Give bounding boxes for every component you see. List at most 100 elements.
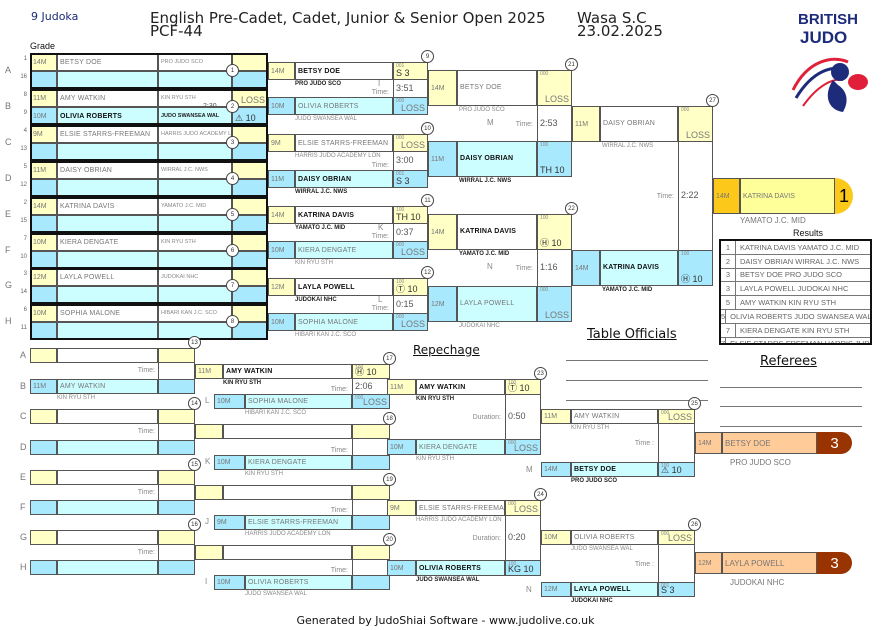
- competitor-name[interactable]: OLIVIA ROBERTS: [57, 107, 158, 125]
- competitor-name[interactable]: LAYLA POWELL: [571, 582, 658, 597]
- competitor-name[interactable]: DAISY OBRIAN: [295, 170, 393, 188]
- competitor-name[interactable]: [57, 440, 158, 455]
- seed-number: 2: [23, 200, 27, 206]
- results-text: LAYLA POWELL JUDOKAI NHC: [740, 284, 849, 294]
- grade-cell: 9M: [268, 134, 295, 152]
- competitor-name[interactable]: KIERA DENGATE: [245, 455, 352, 470]
- competitor-name[interactable]: OLIVIA ROBERTS: [416, 560, 505, 576]
- competitor-name[interactable]: LAYLA POWELL: [295, 278, 393, 296]
- competitor-name[interactable]: LAYLA POWELL: [57, 268, 158, 286]
- club-name: WIRRAL J.C. NWS: [295, 189, 348, 195]
- competitor-name[interactable]: DAISY OBRIAN: [600, 106, 678, 142]
- match-number: 2: [226, 100, 239, 113]
- competitor-name[interactable]: OLIVIA ROBERTS: [571, 530, 658, 545]
- competitor-name[interactable]: KATRINA DAVIS: [295, 206, 393, 224]
- competitor-name[interactable]: [223, 485, 352, 500]
- competitor-name[interactable]: KATRINA DAVIS: [457, 214, 537, 250]
- competitor-name[interactable]: OLIVIA ROBERTS: [245, 575, 352, 590]
- competitor-name[interactable]: BETSY DOE: [57, 53, 158, 71]
- score-value: LOSS: [513, 504, 538, 514]
- competitor-name[interactable]: [57, 215, 158, 233]
- grade-cell: 11M: [30, 89, 57, 107]
- grade-cell: 10M: [387, 439, 416, 455]
- competitor-name[interactable]: LAYLA POWELL: [457, 286, 537, 322]
- match-number: 14: [188, 397, 201, 410]
- match-number: 21: [565, 58, 578, 71]
- competitor-name[interactable]: ELSIE STARRS-FREEMAN: [245, 515, 352, 530]
- competitor-name[interactable]: OLIVIA ROBERTS: [295, 97, 393, 115]
- competitor-name[interactable]: SOPHIA MALONE: [245, 394, 352, 409]
- time-box: [678, 142, 713, 250]
- grade-cell: 11M: [387, 379, 416, 395]
- grade-cell: 10M: [30, 304, 57, 322]
- competitor-name[interactable]: [57, 348, 158, 363]
- competitor-name[interactable]: DAISY OBRIAN: [57, 161, 158, 179]
- competitor-name[interactable]: AMY WATKIN: [223, 364, 352, 379]
- competitor-name[interactable]: ELSIE STARRS-FREEMAN: [416, 500, 505, 516]
- competitor-name[interactable]: AMY WATKIN: [416, 379, 505, 395]
- competitor-name[interactable]: BETSY DOE: [295, 62, 393, 80]
- seed-number: 5: [23, 164, 27, 170]
- grade-cell: 14M: [30, 53, 57, 71]
- competitor-name[interactable]: [57, 409, 158, 424]
- medalist-name[interactable]: KATRINA DAVIS: [740, 178, 835, 214]
- club-name: PRO JUDO SCO: [459, 107, 505, 113]
- medalist-name[interactable]: BETSY DOE: [722, 432, 817, 454]
- competitor-name[interactable]: [57, 71, 158, 89]
- competitor-name[interactable]: KIERA DENGATE: [57, 233, 158, 251]
- competitor-name[interactable]: [57, 530, 158, 545]
- competitor-name[interactable]: [57, 143, 158, 161]
- pool-letter: C: [20, 411, 27, 421]
- competitor-name[interactable]: BETSY DOE: [457, 70, 537, 106]
- club-name: KIN RYU STH: [416, 396, 455, 402]
- club-name: HARRIS JUDO ACADEMY LON: [158, 125, 232, 143]
- competitor-name[interactable]: AMY WATKIN: [571, 409, 658, 424]
- match-number: 15: [188, 458, 201, 471]
- competitor-name[interactable]: [57, 500, 158, 515]
- score-value: LOSS: [667, 533, 692, 543]
- competitor-name[interactable]: KATRINA DAVIS: [600, 250, 678, 286]
- score-cell: [158, 560, 195, 575]
- match-label: N: [487, 262, 493, 271]
- competitor-name[interactable]: KATRINA DAVIS: [57, 197, 158, 215]
- match-label: M: [487, 118, 494, 127]
- grade-cell: 10M: [268, 241, 295, 259]
- score-points: 001: [396, 63, 405, 69]
- competitor-name[interactable]: AMY WATKIN: [57, 379, 158, 394]
- medalist-name[interactable]: LAYLA POWELL: [722, 552, 817, 574]
- competitor-name[interactable]: [57, 286, 158, 304]
- competitor-name[interactable]: BETSY DOE: [571, 462, 658, 477]
- grade-cell: 11M: [268, 170, 295, 188]
- results-place: 3: [721, 268, 736, 282]
- grade-cell: [30, 409, 57, 424]
- grade-cell: 14M: [428, 214, 457, 250]
- competitor-name[interactable]: AMY WATKIN: [57, 89, 158, 107]
- competitor-name[interactable]: DAISY OBRIAN: [457, 141, 537, 177]
- competitor-name[interactable]: ELSIE STARRS-FREEMAN: [57, 125, 158, 143]
- score-points: 000: [540, 71, 549, 77]
- grade-cell: 14M: [695, 432, 722, 454]
- score-value: LOSS: [544, 310, 569, 320]
- score-points: 001: [396, 171, 405, 177]
- competitor-name[interactable]: KIERA DENGATE: [416, 439, 505, 455]
- results-place: 7: [721, 323, 736, 337]
- competitor-name[interactable]: [57, 322, 158, 340]
- competitor-name[interactable]: [57, 179, 158, 197]
- competitor-name[interactable]: SOPHIA MALONE: [295, 313, 393, 331]
- results-text: KIERA DENGATE KIN RYU STH: [740, 325, 850, 335]
- pool-letter: A: [20, 350, 27, 360]
- club-name: KIN RYU STH: [158, 233, 232, 251]
- competitor-name[interactable]: ELSIE STARRS-FREEMAN: [295, 134, 393, 152]
- competitor-name[interactable]: [223, 545, 352, 560]
- competitor-name[interactable]: [57, 470, 158, 485]
- pool-letter: D: [5, 173, 12, 183]
- competitor-name[interactable]: KIERA DENGATE: [295, 241, 393, 259]
- competitor-name[interactable]: [57, 560, 158, 575]
- competitor-name[interactable]: [223, 424, 352, 439]
- competitor-name[interactable]: SOPHIA MALONE: [57, 304, 158, 322]
- competitor-name[interactable]: [57, 251, 158, 269]
